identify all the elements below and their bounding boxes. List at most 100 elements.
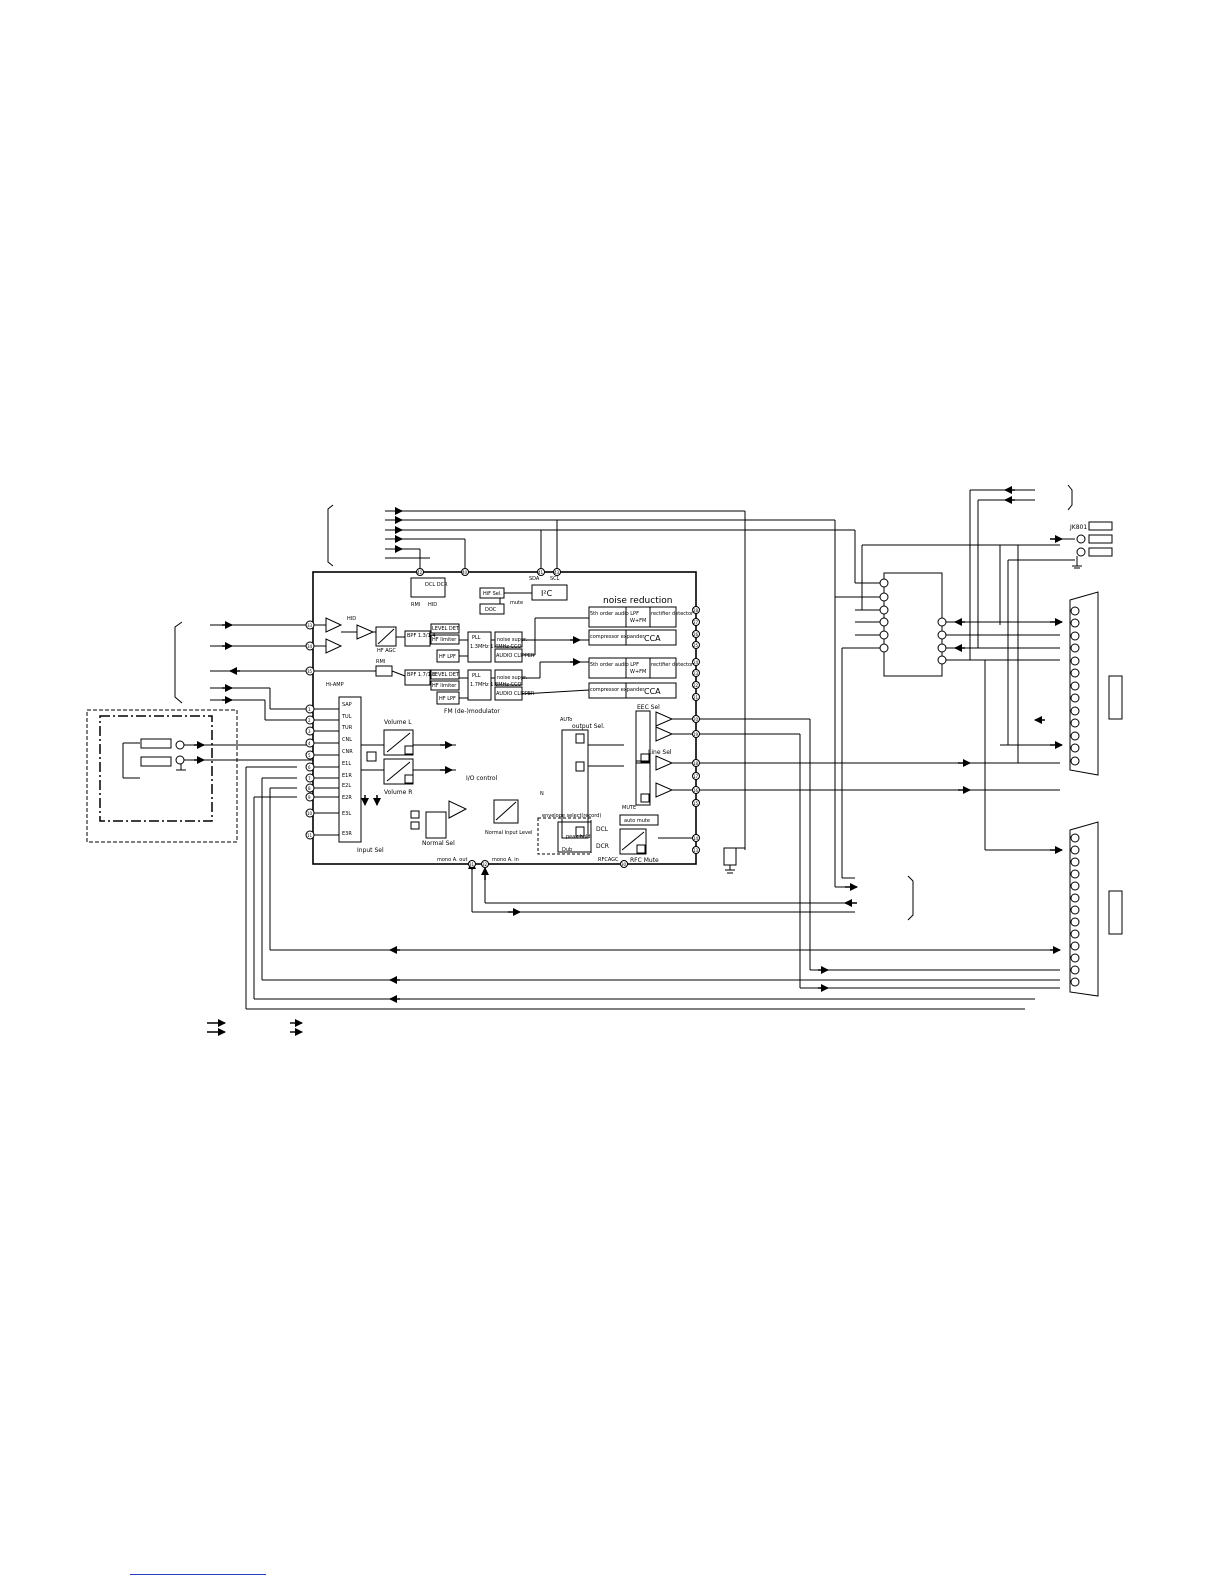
tap-9: E3L: [342, 811, 351, 817]
jk801-connectors: [1060, 521, 1113, 569]
cca-2: CCA: [644, 687, 661, 696]
signal-arrows: [194, 486, 1063, 1003]
tap-3: CNL: [342, 737, 352, 743]
auto-label: AUTo: [560, 717, 572, 723]
pin-7: [305, 773, 315, 783]
pll-1: PLL: [472, 635, 481, 641]
tpin-3: 43: [554, 570, 560, 575]
normal-sel-label: Normal Sel: [422, 840, 455, 847]
pin-num-2: 2: [308, 718, 311, 723]
tpin-0: 42: [417, 570, 423, 575]
labels: noise reduction FM (de-)modulator I/O co…: [326, 524, 1087, 864]
level-det-2: LEVEL DET.: [432, 672, 460, 678]
scart-2-label-box: [1108, 890, 1123, 935]
rpin-8: 20: [693, 717, 699, 722]
pin-num-10: 10: [307, 811, 313, 816]
tpin-2: 41: [538, 570, 544, 575]
front-av-inner: [99, 715, 213, 822]
hid2-label: HID: [428, 602, 437, 608]
pin-num-35: 35: [307, 669, 313, 674]
hf-chain-upper: [313, 617, 589, 663]
front-av-board: [86, 709, 238, 843]
pin-10: [305, 808, 315, 818]
input-sel-label: Input Sel: [357, 847, 384, 854]
mono-a-out: mono A. out: [437, 857, 467, 863]
tpin-1: 40: [462, 570, 468, 575]
tap-0: SAP: [342, 702, 352, 708]
footer-link-underline[interactable]: [130, 1574, 266, 1575]
fm-demod-label: FM (de-)modulator: [444, 708, 500, 715]
hf-limiter-1: HF limiter: [432, 637, 457, 643]
lpf-2: 5th order audio LPF: [590, 662, 639, 668]
volume-blocks: [361, 729, 456, 785]
hf-agc-label: HF AGC: [377, 648, 396, 654]
rectifier-2: rectifier detector: [651, 662, 694, 668]
scart-1-body: [1069, 591, 1099, 776]
lpf-1: 5th order audio LPF: [590, 611, 639, 617]
output-selector: [561, 729, 624, 839]
cco-1: 1.3MHz 1.4MHz CCO: [470, 644, 521, 650]
doc-block: [479, 603, 505, 615]
tap-6: E1R: [342, 773, 352, 779]
output-sel-label: output Sel.: [572, 723, 605, 730]
hif-amp-label: Hi-AMP: [326, 682, 344, 688]
bpin-1: 32: [482, 862, 488, 867]
rpin-13: 15: [693, 801, 699, 806]
pin-34: [305, 641, 315, 651]
scart-1-label-box: [1108, 675, 1123, 720]
pin-8: [305, 783, 315, 793]
pin-num-5: 5: [308, 753, 311, 758]
rectifier-1: rectifier detector: [651, 611, 694, 617]
rfc-mute-label: RFC Mute: [630, 857, 659, 864]
noise-reduction-upper: [588, 606, 677, 646]
wfm-1: W+FM: [630, 618, 646, 624]
auto-mute-label: auto mute: [624, 818, 650, 824]
volume-r-label: Volume R: [384, 789, 412, 796]
hif-sel-label: HiF Sel.: [483, 591, 502, 597]
sda-label: SDA: [529, 576, 540, 582]
rpin-15: 13: [693, 848, 699, 853]
control-bus-left: [327, 504, 855, 850]
bpin-2: 30: [621, 862, 627, 867]
legend-arrows: [207, 1019, 303, 1036]
tap-4: CNR: [342, 749, 353, 755]
pin-num-4: 4: [308, 741, 311, 746]
hid-label: HID: [347, 616, 356, 622]
pin-35: [305, 666, 315, 676]
pin-num-11: 11: [307, 833, 313, 838]
comp-exp-2: compressor expander: [590, 687, 645, 693]
rpin-3: 25: [693, 643, 699, 648]
pin-6: [305, 762, 315, 772]
bottom-pin-numbers: 31 32 30: [469, 862, 627, 867]
bpf1-label: BPF 1.3/1.4: [407, 633, 436, 639]
io-control-label: I/O control: [466, 775, 498, 782]
hf-limiter-2: HF limiter: [432, 683, 457, 689]
scart-pins: [1070, 606, 1080, 987]
ground-symbols: [176, 764, 745, 874]
pin-4: [305, 738, 315, 748]
rpin-5: 23: [693, 671, 699, 676]
input-sel-taps: SAP TUL TUR CNL CNR E1L E1R E2L E2R E3L …: [341, 702, 353, 837]
pin-num-33: 33: [307, 623, 313, 628]
switch-ic-wires: [834, 489, 1075, 879]
dub-label: Dub: [562, 847, 572, 853]
pin-num-7: 7: [308, 776, 311, 781]
pin-1: [305, 704, 315, 714]
rpin-14: 14: [693, 836, 699, 841]
pin-num-34: 34: [307, 644, 313, 649]
mute-small-label: mute: [510, 600, 523, 606]
rpin-12: 16: [693, 788, 699, 793]
dcl-dcr-label: DCL DCR: [425, 582, 448, 588]
tap-2: TUR: [341, 725, 353, 731]
pin-num-9: 9: [308, 795, 311, 800]
tap-8: E2R: [342, 795, 352, 801]
peak-hold-label: peak hold: [566, 834, 591, 840]
top-pin-numbers: 42 40 41 43: [417, 570, 560, 575]
noise-suppr-2: noise suppr.: [497, 675, 528, 681]
audio-clipper-2: AUDIO CLIPPER: [496, 691, 535, 697]
pin-num-1: 1: [308, 707, 311, 712]
rpin-6: 22: [693, 683, 699, 688]
rpin-10: 18: [693, 761, 699, 766]
i2c-label: I²C: [541, 589, 553, 598]
comp-exp-1: compressor expander: [590, 634, 645, 640]
